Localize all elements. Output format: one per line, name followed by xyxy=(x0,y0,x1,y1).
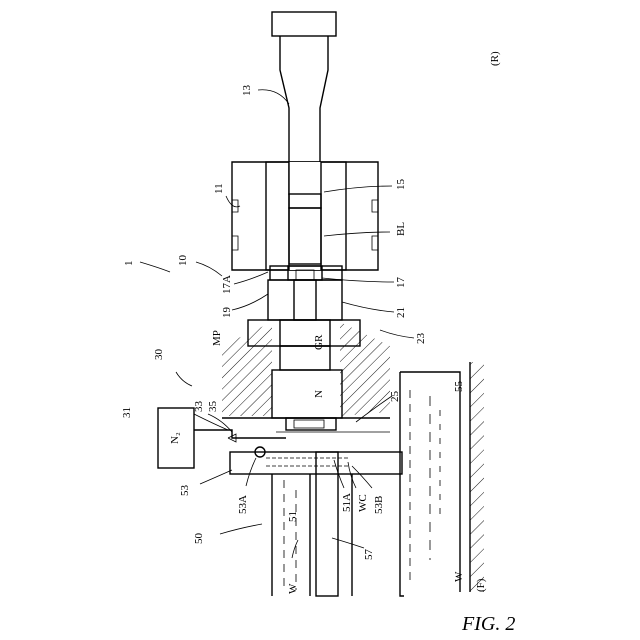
reference-labels: (R) 13 11 15 BL 1 10 17A 17 19 21 MP GR … xyxy=(121,51,501,594)
label-17: 17 xyxy=(395,277,407,289)
label-21: 21 xyxy=(395,307,407,318)
water-tank xyxy=(400,362,484,596)
label-n2: N₂ xyxy=(169,432,181,444)
label-30: 30 xyxy=(153,349,165,361)
label-33: 33 xyxy=(193,401,205,413)
label-15: 15 xyxy=(395,179,407,191)
figure-caption: FIG. 2 xyxy=(461,613,515,635)
label-25: 25 xyxy=(389,391,401,403)
label-50: 50 xyxy=(193,533,205,545)
label-31: 31 xyxy=(121,407,133,418)
label-r: (R) xyxy=(489,51,501,66)
label-13: 13 xyxy=(241,85,253,97)
label-wc: WC xyxy=(357,494,369,512)
water-channel xyxy=(230,447,402,596)
die-block xyxy=(268,280,342,320)
label-53a: 53A xyxy=(237,495,249,514)
nozzle-plate xyxy=(276,418,390,432)
label-53b: 53B xyxy=(373,496,385,514)
label-bl: BL xyxy=(395,222,407,236)
label-mp: MP xyxy=(211,330,223,346)
label-10: 10 xyxy=(177,255,189,267)
label-35: 35 xyxy=(207,401,219,413)
label-gr: GR xyxy=(313,334,325,350)
label-n: N xyxy=(313,390,325,398)
label-57: 57 xyxy=(363,549,375,561)
label-17a: 17A xyxy=(221,275,233,294)
label-55: 55 xyxy=(453,381,465,393)
label-51a: 51A xyxy=(341,493,353,512)
label-19: 19 xyxy=(221,307,233,319)
base-23 xyxy=(222,322,390,418)
label-51: 51 xyxy=(287,511,299,522)
mold-holder xyxy=(232,162,378,270)
label-w-tank: W xyxy=(453,571,465,582)
label-w-channel: W xyxy=(287,583,299,594)
label-23: 23 xyxy=(415,333,427,345)
label-53: 53 xyxy=(179,485,191,497)
label-11: 11 xyxy=(213,183,225,194)
label-1: 1 xyxy=(123,261,135,267)
label-f: (F) xyxy=(475,578,487,592)
